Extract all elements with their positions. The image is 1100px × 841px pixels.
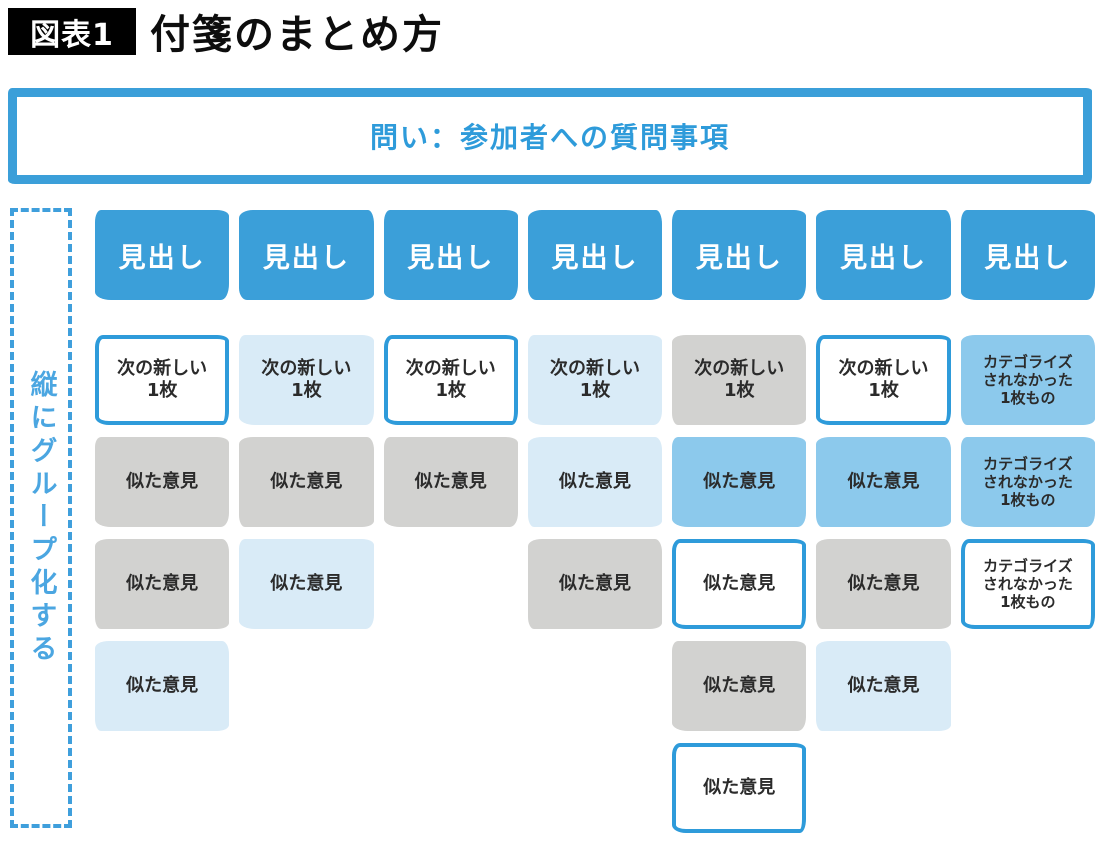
sticky-note: カテゴライズ されなかった 1枚もの — [960, 437, 1095, 527]
sticky-note: 似た意見 — [527, 539, 663, 629]
column-header-4: 見出し — [527, 210, 663, 300]
vertical-grouping-label: 縦にグループ化する — [25, 369, 57, 667]
sticky-note: 次の新しい 1枚 — [383, 335, 518, 425]
sticky-note: カテゴライズ されなかった 1枚もの — [960, 335, 1095, 425]
page-title: 付箋のまとめ方 — [150, 12, 444, 58]
sticky-note: 似た意見 — [816, 641, 951, 731]
sticky-note: 似た意見 — [816, 539, 951, 629]
sticky-note: 似た意見 — [672, 641, 807, 731]
column-header-7: 見出し — [960, 210, 1095, 300]
vertical-grouping-panel: 縦にグループ化する — [10, 208, 72, 828]
sticky-note: 似た意見 — [95, 539, 230, 629]
sticky-note: 似た意見 — [239, 437, 374, 527]
sticky-note: カテゴライズ されなかった 1枚もの — [960, 539, 1095, 629]
column-header-6: 見出し — [816, 210, 951, 300]
sticky-note: 次の新しい 1枚 — [239, 335, 374, 425]
headers-row: 見出し見出し見出し見出し見出し見出し見出し — [95, 210, 1095, 300]
sticky-note: 似た意見 — [95, 641, 230, 731]
column-header-5: 見出し — [672, 210, 807, 300]
column-header-2: 見出し — [239, 210, 374, 300]
sticky-note: 似た意見 — [816, 437, 951, 527]
notes-grid: 次の新しい 1枚次の新しい 1枚次の新しい 1枚次の新しい 1枚次の新しい 1枚… — [95, 335, 1095, 833]
column-header-3: 見出し — [383, 210, 518, 300]
sticky-note: 似た意見 — [527, 437, 663, 527]
sticky-note: 次の新しい 1枚 — [816, 335, 951, 425]
sticky-note: 次の新しい 1枚 — [95, 335, 230, 425]
sticky-note: 似た意見 — [672, 743, 807, 833]
sticky-note: 次の新しい 1枚 — [527, 335, 663, 425]
sticky-note: 似た意見 — [383, 437, 518, 527]
figure-badge: 図表1 — [8, 8, 136, 55]
sticky-note: 似た意見 — [95, 437, 230, 527]
sticky-note: 似た意見 — [672, 539, 807, 629]
sticky-note: 次の新しい 1枚 — [672, 335, 807, 425]
column-header-1: 見出し — [95, 210, 230, 300]
sticky-note: 似た意見 — [672, 437, 807, 527]
question-banner-label: 問い：参加者への質問事項 — [369, 121, 730, 154]
sticky-note: 似た意見 — [239, 539, 374, 629]
question-banner: 問い：参加者への質問事項 — [8, 88, 1092, 184]
